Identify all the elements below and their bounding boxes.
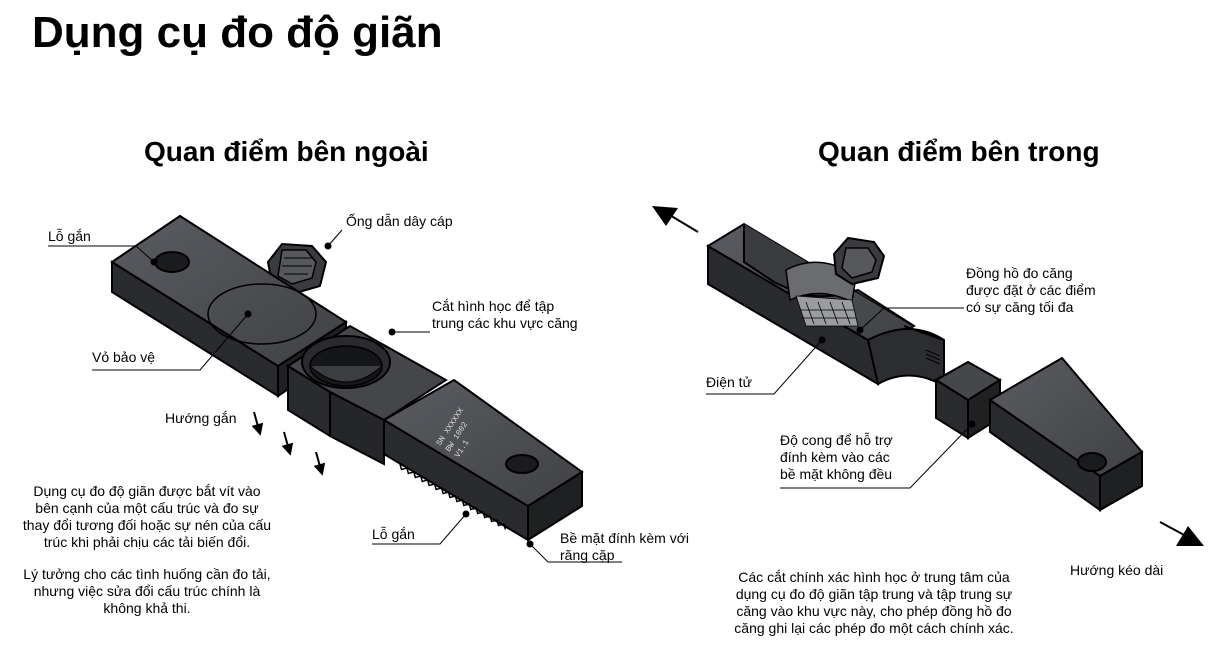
label-geometry-cut: Cắt hình học để tập trung các khu vực că…: [432, 298, 578, 332]
label-geometry-cut-line-1: Cắt hình học để tập: [432, 298, 555, 314]
paragraph-cut-line-3: căng vào khu vực này, cho phép đồng hồ đ…: [736, 603, 1012, 619]
paragraph-ideal-line-2: nhưng việc sửa đổi cấu trúc chính là: [33, 583, 261, 599]
paragraph-ideal-line-3: không khả thi.: [103, 600, 191, 616]
paragraph-cut-line-4: căng ghi lại các phép đo một cách chính …: [734, 620, 1014, 636]
label-curvature: Độ cong để hỗ trợ đính kèm vào các bề mặ…: [780, 432, 893, 483]
label-strain-gauges: Đồng hồ đo căng được đặt ở các điểm có s…: [966, 265, 1096, 316]
paragraph-mount-line-1: Dụng cụ đo độ giãn được bắt vít vào: [33, 483, 261, 499]
label-curvature-line-2: đính kèm vào các: [780, 449, 890, 465]
paragraph-mount-line-3: thay đổi tương đối hoặc sự nén của cấu: [22, 517, 272, 533]
paragraph-mount-description: Dụng cụ đo độ giãn được bắt vít vào bên …: [6, 483, 288, 551]
paragraph-mount-line-2: bên cạnh của một cấu trúc và đo sự: [35, 500, 259, 516]
paragraph-ideal-line-1: Lý tưởng cho các tình huống cần đo tải,: [23, 566, 271, 582]
label-curvature-line-1: Độ cong để hỗ trợ: [780, 432, 893, 448]
section-title-external: Quan điểm bên ngoài: [144, 136, 429, 167]
paragraph-cut-description: Các cắt chính xác hình học ở trung tâm c…: [718, 569, 1030, 637]
label-strain-gauges-line-1: Đồng hồ đo căng: [966, 265, 1073, 281]
label-mount-hole-bottom: Lỗ gắn: [372, 526, 415, 542]
leader-lines-left: [48, 229, 622, 563]
label-attach-surface-line-2: răng cặp: [560, 547, 615, 563]
label-strain-gauges-line-2: được đặt ở các điểm: [966, 282, 1096, 298]
label-geometry-cut-line-2: trung các khu vực căng: [432, 315, 578, 331]
stretch-direction-arrows: [652, 206, 1204, 546]
leader-lines-right: [706, 307, 976, 489]
label-attach-surface-line-1: Bề mặt đính kèm với: [560, 530, 690, 546]
internal-device: [706, 222, 1144, 512]
label-curvature-line-3: bề mặt không đều: [780, 466, 893, 482]
label-electronics: Điện tử: [706, 374, 752, 390]
paragraph-mount-line-4: trúc khi phải chịu các tải biến đổi.: [43, 534, 251, 550]
label-protective-shell: Vỏ bảo vệ: [92, 349, 156, 365]
label-mount-hole-top: Lỗ gắn: [48, 228, 91, 244]
label-strain-gauges-line-3: có sự căng tối đa: [966, 299, 1074, 315]
page-title: Dụng cụ đo độ giãn: [32, 8, 443, 57]
paragraph-ideal-description: Lý tưởng cho các tình huống cần đo tải, …: [6, 566, 288, 617]
label-stretch-direction: Hướng kéo dài: [1070, 562, 1164, 578]
label-cable-conduit: Ống dẫn dây cáp: [346, 213, 453, 229]
paragraph-cut-line-2: dụng cụ đo độ giãn tập trung và tập trun…: [735, 586, 1013, 602]
label-mount-direction: Hướng gắn: [165, 410, 237, 426]
mount-direction-arrows: [251, 411, 326, 476]
section-title-internal: Quan điểm bên trong: [818, 136, 1100, 167]
external-device: [110, 214, 584, 542]
paragraph-cut-line-1: Các cắt chính xác hình học ở trung tâm c…: [738, 569, 1010, 585]
label-attach-surface: Bề mặt đính kèm với răng cặp: [560, 530, 689, 564]
